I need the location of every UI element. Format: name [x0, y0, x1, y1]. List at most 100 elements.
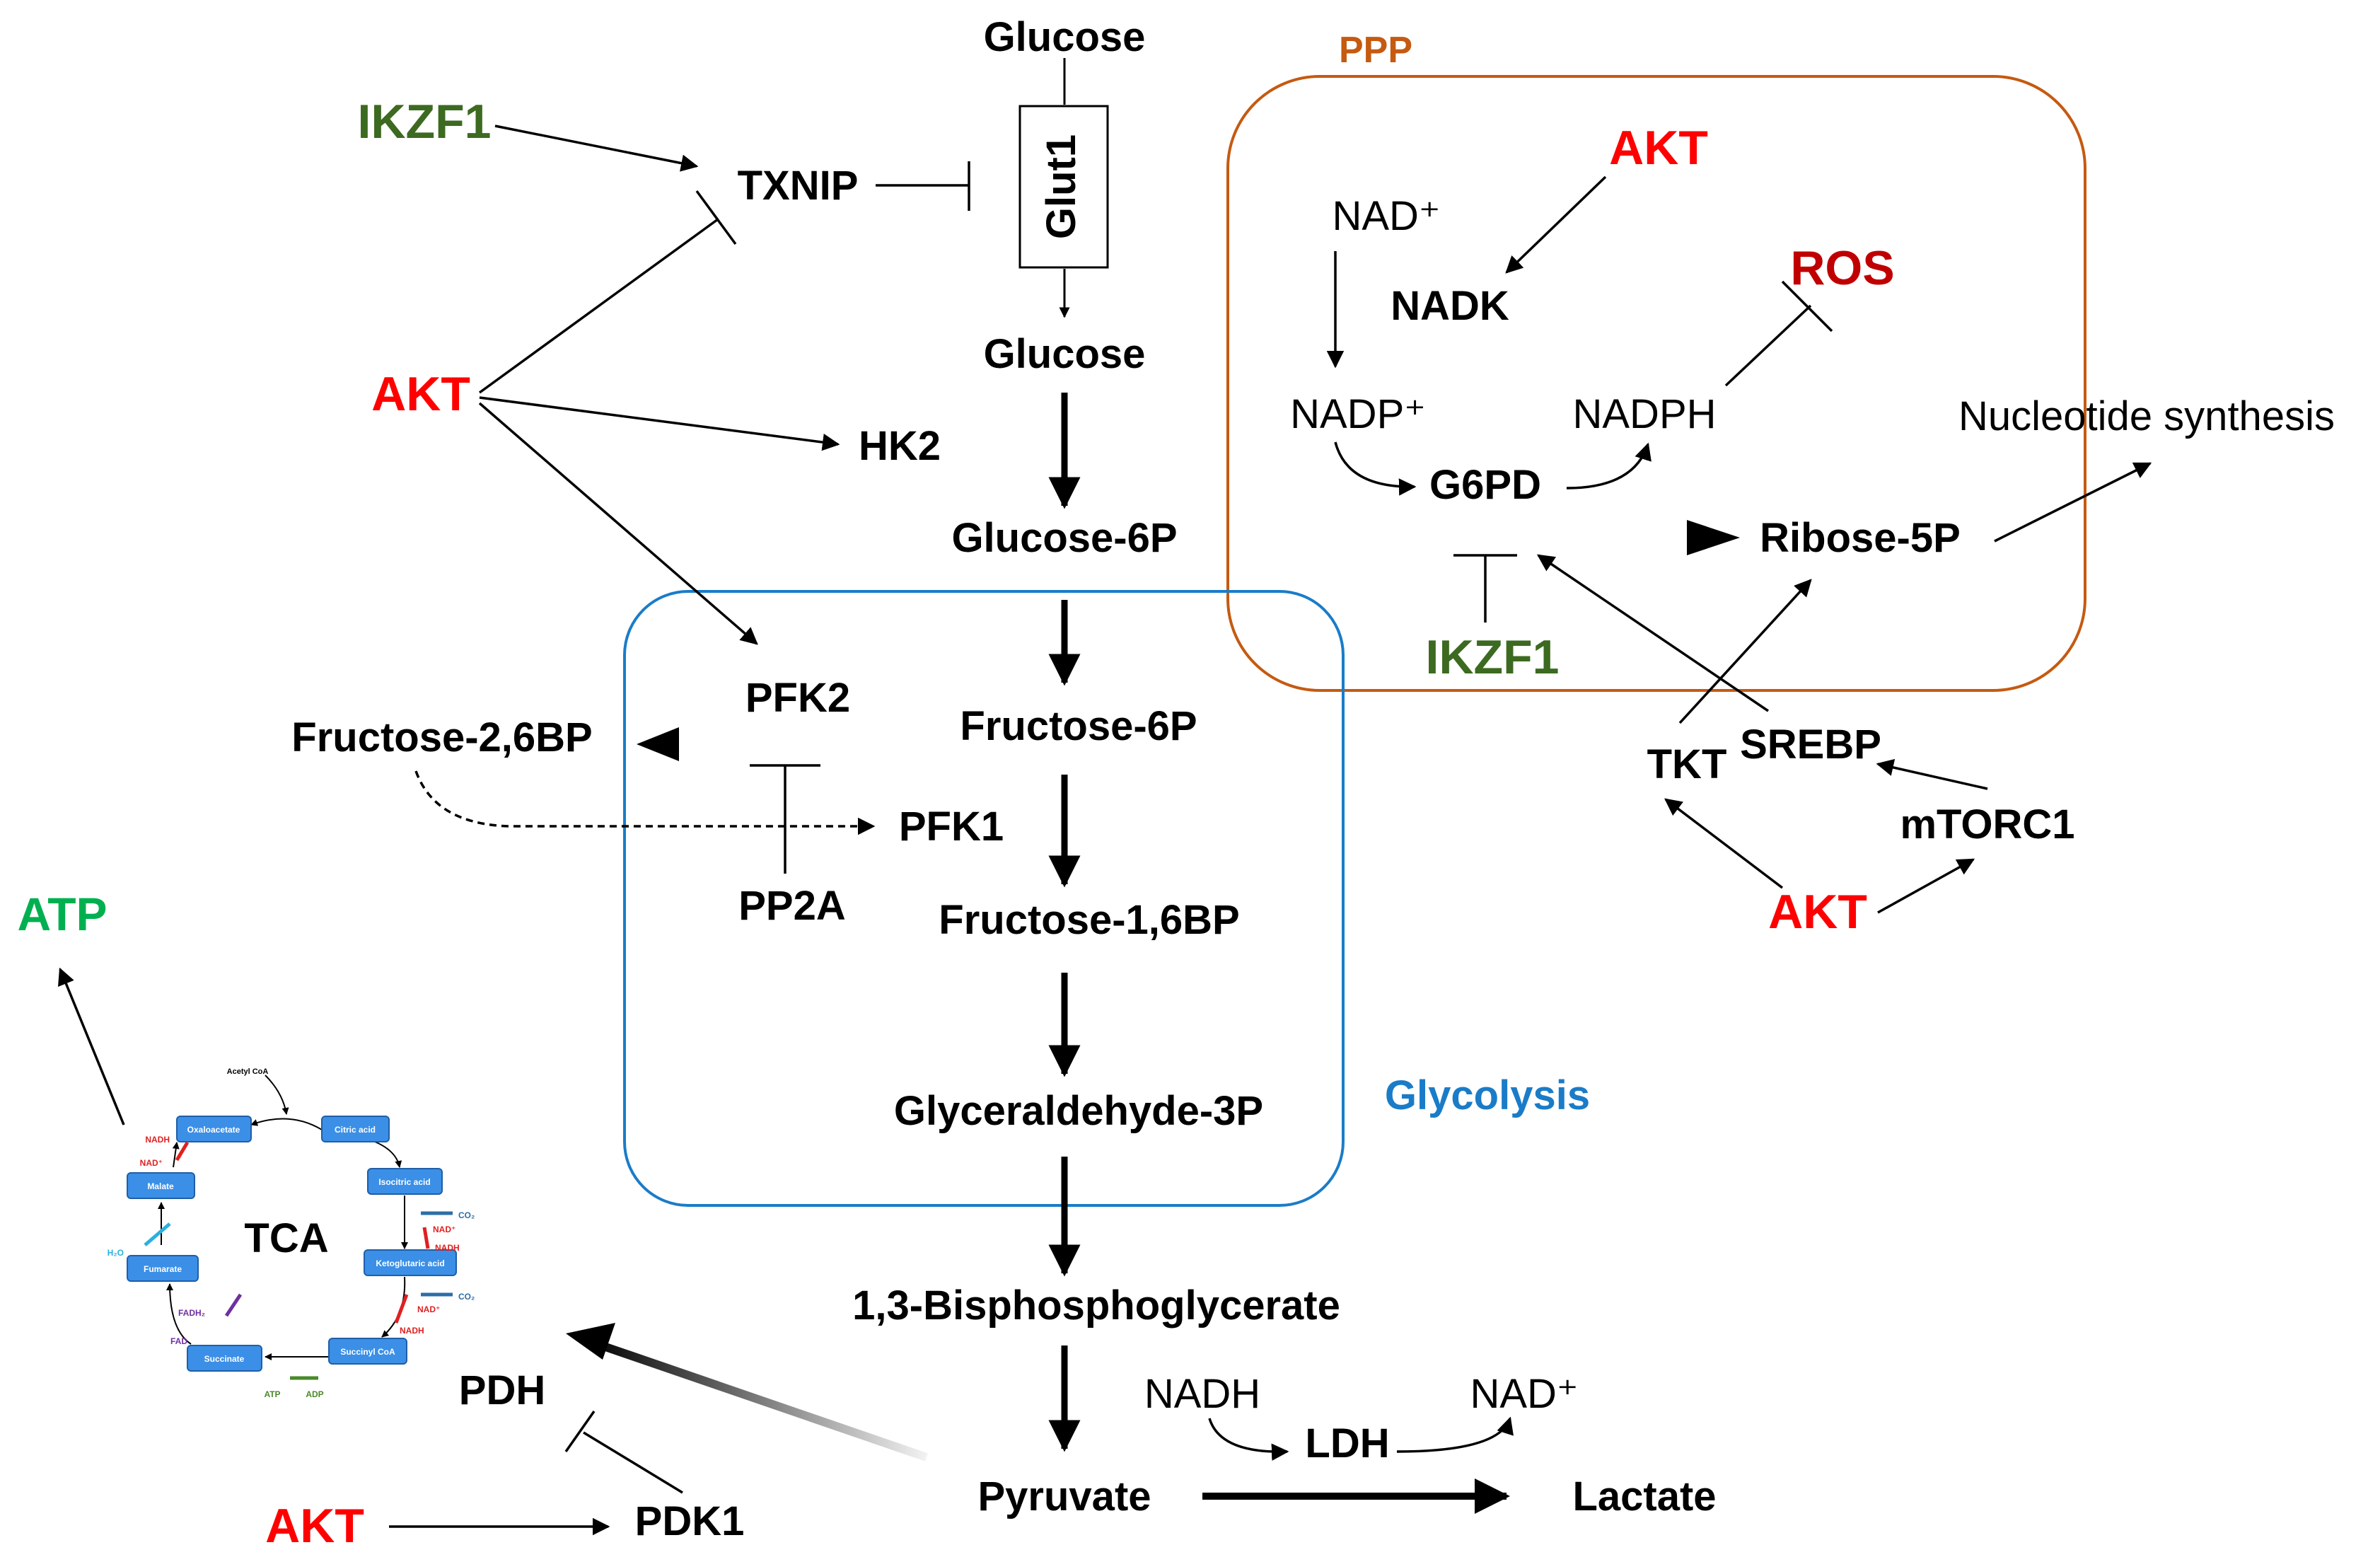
pyruvate-label: Pyruvate [977, 1474, 1151, 1520]
fructose-16bp-label: Fructose-1,6BP [939, 897, 1239, 943]
tca-co2-b: CO₂ [458, 1292, 475, 1302]
tca-nad-c: NAD⁺ [140, 1158, 163, 1168]
tca-adp: ADP [306, 1389, 323, 1399]
tca-h2o: H₂O [108, 1248, 124, 1258]
tca-citric-label: Citric acid [335, 1125, 376, 1135]
ribose-nucleotide-arrow [1994, 462, 2152, 543]
pyruvate-pdh-arrowhead [566, 1323, 615, 1360]
akt-left-label: AKT [371, 367, 470, 421]
akt-ppp-label: AKT [1609, 121, 1708, 175]
ppp-box [1226, 75, 2086, 692]
nadh-ldh-label: NADH [1144, 1371, 1260, 1417]
glycolysis-title: Glycolysis [1385, 1072, 1590, 1118]
tca-succinate-label: Succinate [204, 1354, 245, 1364]
tca-atp-arrow [58, 967, 125, 1125]
glycolysis-box [623, 590, 1345, 1207]
g3p-label: Glyceraldehyde-3P [894, 1088, 1263, 1134]
glut1-box [1018, 105, 1109, 269]
mtorc1-srebp-arrow [1876, 758, 1988, 790]
pdk1-label: PDK1 [635, 1498, 745, 1544]
pp2a-label: PP2A [738, 883, 846, 929]
ldh-label: LDH [1305, 1420, 1389, 1466]
akt-pfk2-arrow [478, 402, 758, 645]
tca-box-succinyl [328, 1338, 407, 1365]
tca-box-oxaloacetate [176, 1116, 252, 1142]
tca-nad-a: NAD⁺ [433, 1225, 455, 1234]
tca-box-fumarate [127, 1255, 199, 1282]
akt-tkt-arrow [1664, 798, 1784, 889]
nadph-ros-inhibition [1724, 304, 1812, 387]
txnip-label: TXNIP [738, 163, 859, 209]
pdk1-pdh-inhibition [583, 1431, 683, 1494]
akt-hk2-arrow [479, 396, 840, 451]
ldh-cofactor-out [1396, 1416, 1514, 1453]
tca-nadh-a: NADH [435, 1243, 460, 1253]
tca-box-ketoglutaric [364, 1249, 457, 1276]
srebp-g6pd-arrow [1536, 554, 1769, 712]
nadp-label: NADP⁺ [1290, 391, 1426, 437]
tca-acetyl-label: Acetyl CoA [227, 1067, 269, 1076]
tca-isocitric-label: Isocitric acid [378, 1177, 430, 1187]
g6pd-label: G6PD [1429, 462, 1541, 508]
tca-box-citric [321, 1116, 390, 1142]
lactate-label: Lactate [1572, 1474, 1716, 1520]
tca-label: TCA [244, 1215, 328, 1261]
atp-label: ATP [17, 888, 107, 940]
nadph-label: NADPH [1572, 391, 1716, 437]
g6p-ribose-arrowhead [1687, 520, 1740, 555]
tca-fadh2: FADH₂ [178, 1308, 205, 1318]
tca-box-malate [127, 1172, 195, 1199]
pfk2-label: PFK2 [745, 675, 850, 721]
tca-box-isocitric [367, 1168, 443, 1195]
akt-nadk-arrow [1505, 175, 1607, 274]
glucose-top-label: Glucose [984, 14, 1146, 60]
ikzf1-top-label: IKZF1 [358, 95, 492, 149]
pyruvate-pdh-arrow [586, 1336, 928, 1462]
mtorc1-label: mTORC1 [1900, 801, 2074, 847]
tca-fumarate-label: Fumarate [144, 1264, 182, 1274]
tkt-label: TKT [1647, 741, 1727, 787]
tca-fad: FAD [170, 1336, 187, 1346]
tca-nadh-c: NADH [145, 1135, 170, 1145]
nadph-ros-bar [1781, 280, 1833, 332]
tca-atp: ATP [264, 1389, 280, 1399]
nad-ldh-label: NAD⁺ [1470, 1371, 1578, 1417]
fructose-6p-label: Fructose-6P [960, 703, 1197, 749]
tca-malate-label: Malate [147, 1181, 174, 1191]
g6pd-cofactor-out [1566, 442, 1652, 490]
tca-co2-a: CO₂ [458, 1210, 475, 1220]
akt-mtorc1-arrow [1877, 858, 1975, 914]
akt-txnip-inhibition [478, 218, 719, 394]
tca-oxaloacetate-label: Oxaloacetate [187, 1125, 240, 1135]
bpg-label: 1,3-Bisphosphoglycerate [852, 1283, 1340, 1329]
tca-nadh-b: NADH [400, 1326, 424, 1336]
ikzf1-txnip-arrow [494, 125, 699, 172]
pfk1-label: PFK1 [899, 804, 1004, 850]
ros-label: ROS [1790, 241, 1894, 295]
fructose-26bp-label: Fructose-2,6BP [291, 714, 592, 760]
tca-nad-b: NAD⁺ [417, 1304, 440, 1314]
glucose-6p-label: Glucose-6P [951, 515, 1177, 561]
tca-succinyl-label: Succinyl CoA [340, 1347, 395, 1357]
hk2-label: HK2 [859, 423, 941, 469]
ikzf1-ppp-label: IKZF1 [1426, 630, 1560, 684]
tca-box-succinate [187, 1345, 262, 1372]
srebp-label: SREBP [1740, 722, 1881, 768]
glucose-label: Glucose [984, 331, 1146, 377]
tca-ketoglutaric-label: Ketoglutaric acid [376, 1258, 444, 1268]
pdk1-pdh-bar [564, 1410, 596, 1453]
nadk-label: NADK [1391, 283, 1509, 329]
f6p-f26bp-arrowhead [637, 727, 679, 761]
akt-right-label: AKT [1768, 885, 1867, 939]
nad-ppp-label: NAD⁺ [1332, 193, 1440, 239]
g6pd-cofactor-in [1334, 441, 1417, 496]
ribose-5p-label: Ribose-5P [1760, 515, 1961, 561]
nucleotide-label: Nucleotide synthesis [1958, 393, 2335, 439]
glut1-label: Glut1 [1038, 134, 1084, 239]
pdh-label: PDH [459, 1367, 545, 1413]
tca-cycle: TCA Acetyl CoA Oxaloacetate Citric acid … [108, 1067, 475, 1399]
ppp-title: PPP [1339, 30, 1412, 71]
f26bp-pfk1-dashed-arrow [414, 770, 876, 835]
tkt-ribose-arrow [1678, 579, 1812, 724]
